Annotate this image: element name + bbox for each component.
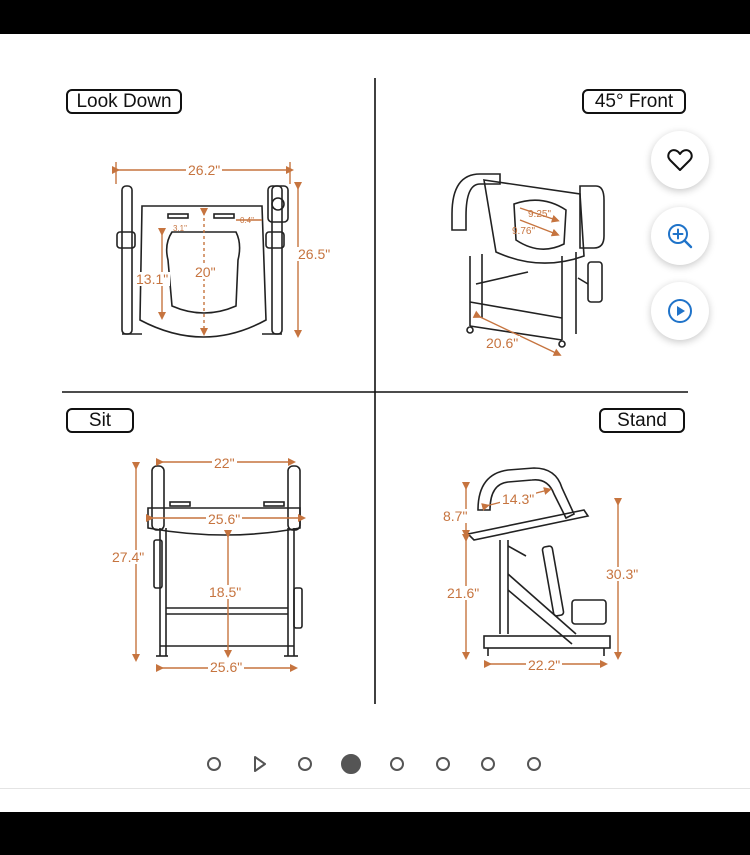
- carousel-dot-5[interactable]: [390, 757, 404, 771]
- content-divider: [0, 788, 750, 789]
- image-viewer[interactable]: Look Down 45° Front Sit Stand 26.2" 26.5…: [0, 34, 750, 812]
- favorite-button[interactable]: [651, 131, 709, 189]
- dim-sit-base-width: 25.6": [208, 659, 245, 675]
- dim-stand-total: 30.3": [604, 566, 641, 582]
- sit-dimensions: [132, 458, 306, 672]
- view-label-stand: Stand: [599, 408, 685, 433]
- dim-look-down-small-right: 0.4": [240, 216, 254, 225]
- dim-sit-arm-width: 22": [212, 455, 237, 471]
- dimension-diagram: [62, 78, 688, 704]
- status-bar: [0, 0, 750, 34]
- front-45-drawing: [451, 173, 605, 348]
- carousel-dot-8[interactable]: [527, 757, 541, 771]
- carousel-dot-4-active[interactable]: [341, 754, 361, 774]
- dim-front-seat-b: 9.76": [512, 226, 536, 237]
- dim-front-base: 20.6": [484, 335, 521, 351]
- dim-look-down-seat-depth: 20": [193, 264, 218, 280]
- dim-look-down-small-left: 3.1": [173, 224, 187, 233]
- dim-sit-seat-height: 18.5": [207, 584, 244, 600]
- sit-drawing: [147, 465, 303, 657]
- dim-stand-base: 22.2": [526, 657, 563, 673]
- dim-stand-handle: 14.3": [500, 491, 537, 507]
- dim-front-seat-a: 9.25": [528, 209, 552, 220]
- bottom-bar: [0, 812, 750, 855]
- dim-sit-height: 27.4": [110, 549, 147, 565]
- play-icon: [668, 299, 692, 323]
- dim-stand-lower: 21.6": [445, 585, 482, 601]
- play-video-button[interactable]: [651, 282, 709, 340]
- dim-sit-seat-width: 25.6": [206, 511, 243, 527]
- dim-look-down-opening: 13.1": [134, 271, 171, 287]
- dim-stand-tilt: 8.7": [441, 508, 470, 524]
- carousel-dot-3[interactable]: [298, 757, 312, 771]
- carousel-video-dot[interactable]: [252, 755, 268, 773]
- stand-drawing: [466, 467, 611, 656]
- carousel-dot-1[interactable]: [207, 757, 221, 771]
- dim-look-down-width: 26.2": [186, 162, 223, 178]
- zoom-in-icon: [668, 224, 693, 249]
- view-label-front-45: 45° Front: [582, 89, 686, 114]
- dim-look-down-depth: 26.5": [296, 246, 333, 262]
- view-label-look-down: Look Down: [66, 89, 182, 114]
- zoom-in-button[interactable]: [651, 207, 709, 265]
- carousel-pagination: [0, 748, 750, 778]
- carousel-dot-6[interactable]: [436, 757, 450, 771]
- look-down-drawing: [116, 185, 289, 338]
- carousel-dot-7[interactable]: [481, 757, 495, 771]
- view-label-sit: Sit: [66, 408, 134, 433]
- stand-dimensions: [462, 482, 622, 668]
- heart-icon: [667, 149, 693, 171]
- front-45-dimensions: [472, 207, 562, 356]
